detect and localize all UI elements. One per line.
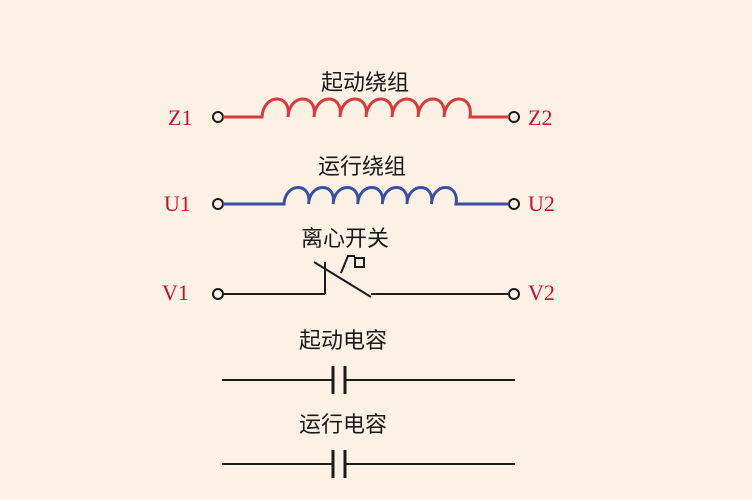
run-winding: 运行绕组 U1 U2 xyxy=(164,155,555,216)
start-capacitor-label: 起动电容 xyxy=(299,329,387,354)
centrifugal-switch: 离心开关 V1 V2 xyxy=(162,227,555,305)
run-winding-label: 运行绕组 xyxy=(318,155,406,180)
terminal-v1 xyxy=(212,288,224,300)
terminal-u2-label: U2 xyxy=(528,191,555,216)
start-capacitor: 起动电容 xyxy=(222,329,515,394)
run-winding-coil xyxy=(223,186,509,206)
run-capacitor: 运行电容 xyxy=(222,413,515,478)
terminal-v2 xyxy=(508,288,520,300)
terminal-z1-label: Z1 xyxy=(168,105,192,130)
terminal-u2 xyxy=(508,198,520,210)
start-winding: 起动绕组 Z1 Z2 xyxy=(168,71,552,130)
start-winding-label: 起动绕组 xyxy=(321,71,409,96)
terminal-z2 xyxy=(508,111,520,123)
centrifugal-switch-label: 离心开关 xyxy=(301,227,389,252)
switch-actuator-weight xyxy=(354,257,365,268)
terminal-v1-label: V1 xyxy=(162,280,189,305)
terminal-u1-label: U1 xyxy=(164,191,191,216)
switch-blade xyxy=(313,261,372,298)
terminal-v2-label: V2 xyxy=(528,280,555,305)
run-capacitor-label: 运行电容 xyxy=(299,413,387,438)
start-winding-coil xyxy=(223,97,509,119)
switch-actuator-arm xyxy=(340,255,355,274)
terminal-z1 xyxy=(212,111,224,123)
terminal-u1 xyxy=(212,198,224,210)
terminal-z2-label: Z2 xyxy=(528,105,552,130)
